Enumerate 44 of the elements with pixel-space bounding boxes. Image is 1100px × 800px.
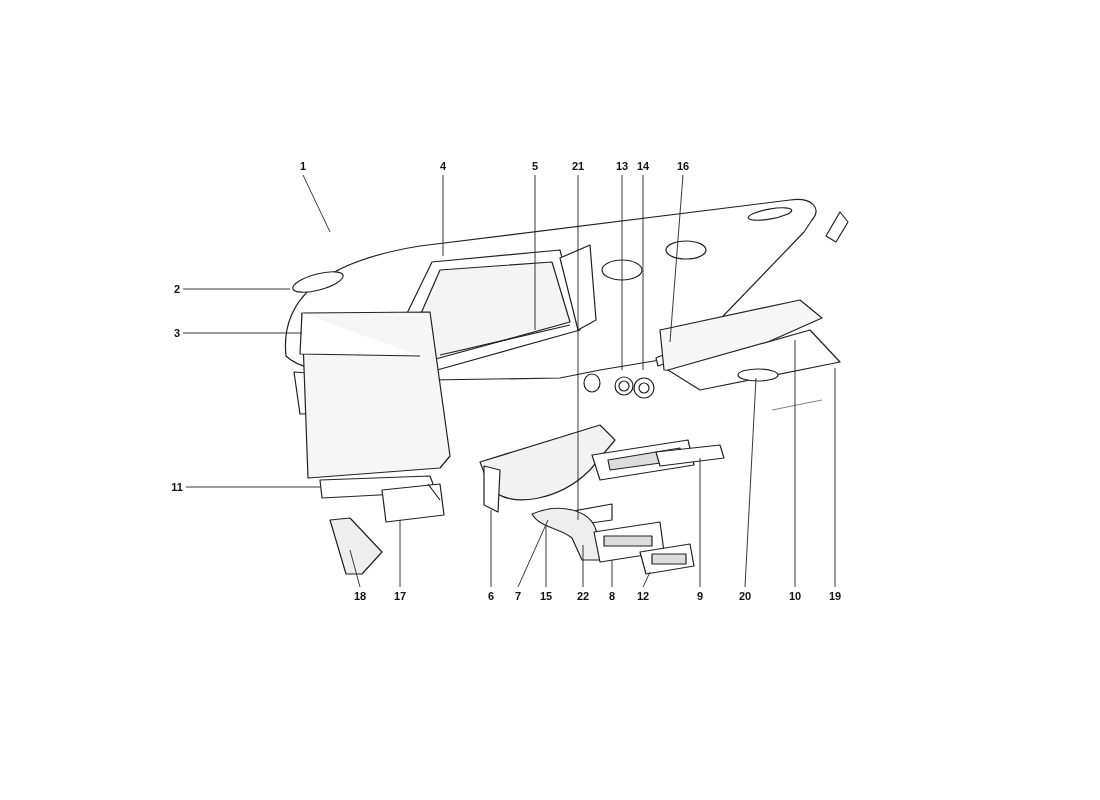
callout-number: 17 [393, 590, 407, 602]
callout-number: 20 [738, 590, 752, 602]
callout-number: 6 [487, 590, 495, 602]
callout-number: 15 [539, 590, 553, 602]
callout-number: 1 [299, 160, 307, 172]
callout-number: 19 [828, 590, 842, 602]
callout-number: 13 [615, 160, 629, 172]
leader-line [669, 174, 684, 343]
leader-line [621, 174, 623, 371]
leader-line [534, 174, 536, 331]
callout-number: 7 [514, 590, 522, 602]
leader-line [744, 377, 757, 588]
callout-number: 4 [439, 160, 447, 172]
callout-number: 3 [173, 327, 181, 339]
leader-line [185, 486, 321, 488]
leader-line [642, 571, 651, 588]
leader-line [582, 544, 584, 588]
callout-number: 16 [676, 160, 690, 172]
leader-line [577, 174, 579, 521]
leader-line [349, 549, 361, 588]
leader-line [517, 519, 549, 588]
leader-line [490, 509, 492, 588]
leader-line [699, 457, 701, 588]
callout-number: 10 [788, 590, 802, 602]
leader-line [442, 174, 444, 257]
callout-number: 18 [353, 590, 367, 602]
leader-line [794, 339, 796, 588]
leader-line [545, 525, 547, 588]
leader-line [182, 288, 291, 290]
leader-line [302, 174, 331, 233]
leader-line [834, 367, 836, 588]
callout-number: 9 [696, 590, 704, 602]
leader-line [399, 519, 401, 588]
callout-number: 22 [576, 590, 590, 602]
callout-number: 21 [571, 160, 585, 172]
callout-number: 8 [608, 590, 616, 602]
callout-number: 2 [173, 283, 181, 295]
leader-line [182, 332, 303, 334]
callout-number: 11 [171, 481, 183, 493]
callout-number: 5 [531, 160, 539, 172]
callout-number: 12 [636, 590, 650, 602]
callout-number: 14 [636, 160, 650, 172]
leader-line [611, 559, 613, 588]
leader-line [642, 174, 644, 371]
